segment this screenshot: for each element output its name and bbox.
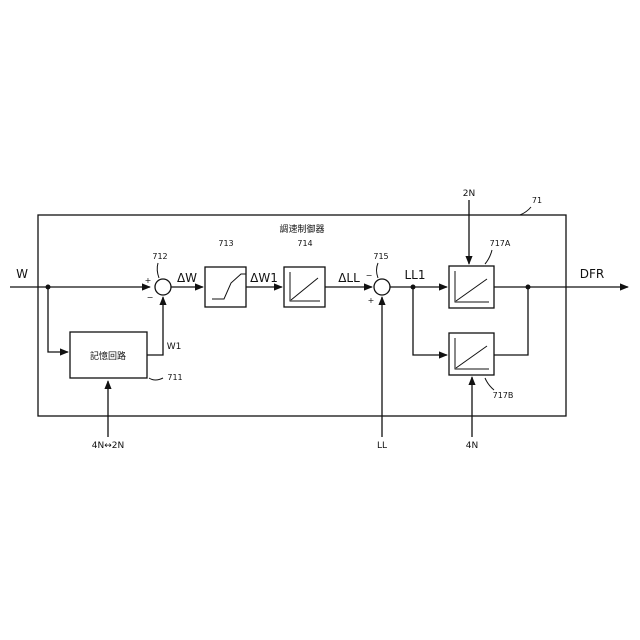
- block717b-leader: [485, 378, 494, 390]
- block717b-ref: 717B: [493, 391, 514, 400]
- sum-junction-712: [155, 279, 171, 295]
- memory-leader: [149, 378, 163, 380]
- sum1-plus: +: [145, 276, 152, 285]
- sum2-ref: 715: [373, 252, 388, 261]
- wire-717b-to-out: [494, 287, 528, 355]
- sum1-minus: −: [147, 293, 154, 302]
- block717b-input-label: 4N: [466, 441, 478, 451]
- sum2-leader: [377, 263, 379, 278]
- block717a-leader: [485, 250, 492, 264]
- block713-ref: 713: [218, 239, 233, 248]
- wire-ll1-to-717b: [413, 287, 447, 355]
- memory-ref: 711: [167, 373, 182, 382]
- signal-dw1-label: ΔW1: [250, 271, 278, 285]
- sum1-leader: [157, 263, 159, 278]
- controller-title: 調速制御器: [279, 223, 324, 235]
- signal-dll-label: ΔLL: [338, 271, 360, 285]
- signal-ll1-label: LL1: [404, 268, 425, 282]
- controller-leader: [520, 207, 531, 215]
- controller-ref: 71: [532, 196, 542, 205]
- signal-ll-label: LL: [377, 441, 387, 451]
- sum1-ref: 712: [152, 252, 167, 261]
- memory-out-label: W1: [167, 342, 182, 352]
- signal-dfr-label: DFR: [580, 267, 604, 281]
- sum2-plus: +: [368, 296, 375, 305]
- block717a-ref: 717A: [490, 239, 511, 248]
- sum2-minus: −: [366, 271, 373, 280]
- wire-w-to-memory: [48, 287, 68, 352]
- sum-junction-715: [374, 279, 390, 295]
- junction-out: [526, 285, 531, 290]
- wire-w1: [147, 297, 163, 355]
- memory-label: 記憶回路: [90, 350, 126, 362]
- limiter-block-713: [205, 267, 246, 307]
- block717a-input-label: 2N: [463, 189, 475, 199]
- memory-input-label: 4N↔2N: [92, 441, 124, 451]
- signal-w-label: W: [16, 267, 28, 281]
- block714-ref: 714: [297, 239, 312, 248]
- signal-dw-label: ΔW: [177, 271, 197, 285]
